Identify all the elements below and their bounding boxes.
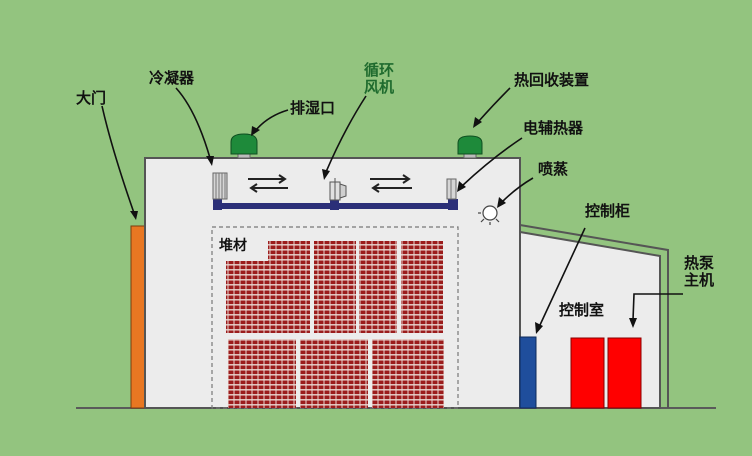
leader-door [101,105,135,214]
steam-nozzle-icon [478,205,500,225]
label-control-room: 控制室 [559,301,605,319]
leader-cabinet-tip [535,322,543,334]
leader-heat-recovery-tip [473,117,482,128]
control-room-roof [519,224,669,408]
wood-stack [268,241,310,333]
label-condenser: 冷凝器 [149,69,195,87]
leader-dehumid-tip [251,126,260,136]
label-circ-fan-1: 循环 [364,61,395,79]
leader-fan [325,95,367,173]
leader-dehumid [255,109,289,131]
duct-mid [330,200,339,210]
wood-stack [226,261,268,333]
wood-stack [314,241,356,333]
duct-end-right [448,199,458,210]
duct-end-left [213,199,222,210]
fan-icon [329,178,347,201]
heat-recovery-cap [457,135,483,159]
heat-pump-unit [570,337,605,409]
label-wood-stack: 堆材 [219,238,247,254]
leader-steam [501,177,534,203]
leader-heat-pump-tip [629,318,637,328]
label-steam-spray: 喷蒸 [538,160,569,178]
condenser-coil [212,172,228,200]
airflow-arrows-icon [248,174,412,193]
leader-heater [461,137,523,187]
wood-stack [401,241,443,333]
heat-pump-unit [607,337,642,409]
leader-heat-pump [632,293,683,321]
wood-stack [359,241,397,333]
label-door: 大门 [76,89,107,107]
leader-door-tip [130,211,138,220]
leader-condenser [175,87,211,159]
label-electric-heater: 电辅热器 [523,119,584,137]
door [130,225,146,409]
leader-cabinet [539,227,586,326]
label-heat-pump-1: 热泵 [684,254,715,272]
control-cabinet [519,336,537,409]
label-circ-fan-2: 风机 [364,78,395,96]
leader-steam-tip [497,197,506,208]
wood-stack [228,339,296,408]
leader-heater-tip [457,181,466,192]
wood-stack [300,339,368,408]
leader-condenser-tip [206,156,214,166]
label-heat-recovery: 热回收装置 [514,71,590,89]
leader-heat-recovery [477,87,511,123]
leader-fan-tip [322,169,330,180]
electric-heater [446,178,457,200]
dehumid-vent-cap [230,133,258,159]
label-heat-pump-2: 主机 [684,271,715,289]
label-control-cabinet: 控制柜 [585,202,631,220]
wood-stack [372,339,444,408]
label-dehumid-vent: 排湿口 [290,99,336,117]
